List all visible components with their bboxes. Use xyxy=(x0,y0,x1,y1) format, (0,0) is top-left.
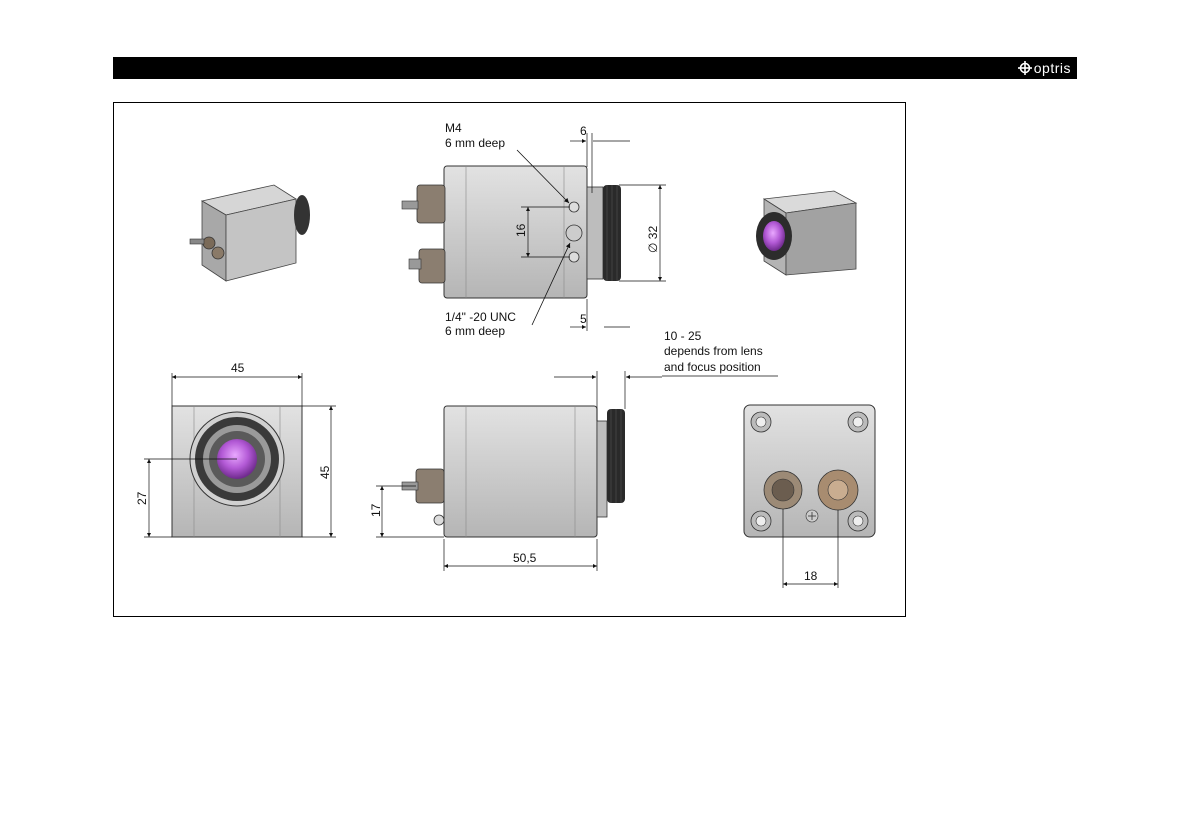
dim-5: 5 xyxy=(580,312,587,326)
label-lens-note-1: depends from lens xyxy=(664,344,763,358)
logo-text: optris xyxy=(1034,60,1071,76)
dim-front-center: 27 xyxy=(135,491,149,505)
header-bar: optris xyxy=(113,57,1077,79)
camera-front-view xyxy=(172,406,302,537)
label-m4: M4 xyxy=(445,121,462,135)
optris-logo: optris xyxy=(1018,59,1071,77)
technical-drawing: M4 6 mm deep 6 16 ∅ 32 1/4" -20 UNC 6 mm… xyxy=(114,103,907,618)
camera-3d-front-view xyxy=(756,191,856,275)
label-lens-range: 10 - 25 xyxy=(664,329,702,343)
camera-3d-rear-view xyxy=(190,185,310,281)
label-unc: 1/4" -20 UNC xyxy=(445,310,516,324)
dim-16: 16 xyxy=(514,223,528,237)
label-unc-depth: 6 mm deep xyxy=(445,324,505,338)
logo-mark-icon xyxy=(1018,61,1032,75)
camera-rear-view xyxy=(744,405,875,537)
label-m4-depth: 6 mm deep xyxy=(445,136,505,150)
label-lens-note-2: and focus position xyxy=(664,360,761,374)
camera-top-view xyxy=(402,166,621,298)
dim-side-length: 50,5 xyxy=(513,551,537,565)
dim-side-connector: 17 xyxy=(369,503,383,517)
dim-front-height: 45 xyxy=(318,465,332,479)
camera-side-view xyxy=(402,406,625,537)
dim-6: 6 xyxy=(580,124,587,138)
dimension-drawing: M4 6 mm deep 6 16 ∅ 32 1/4" -20 UNC 6 mm… xyxy=(113,102,906,617)
dim-32: ∅ 32 xyxy=(646,226,660,253)
dim-rear-spacing: 18 xyxy=(804,569,818,583)
dim-front-width: 45 xyxy=(231,361,245,375)
